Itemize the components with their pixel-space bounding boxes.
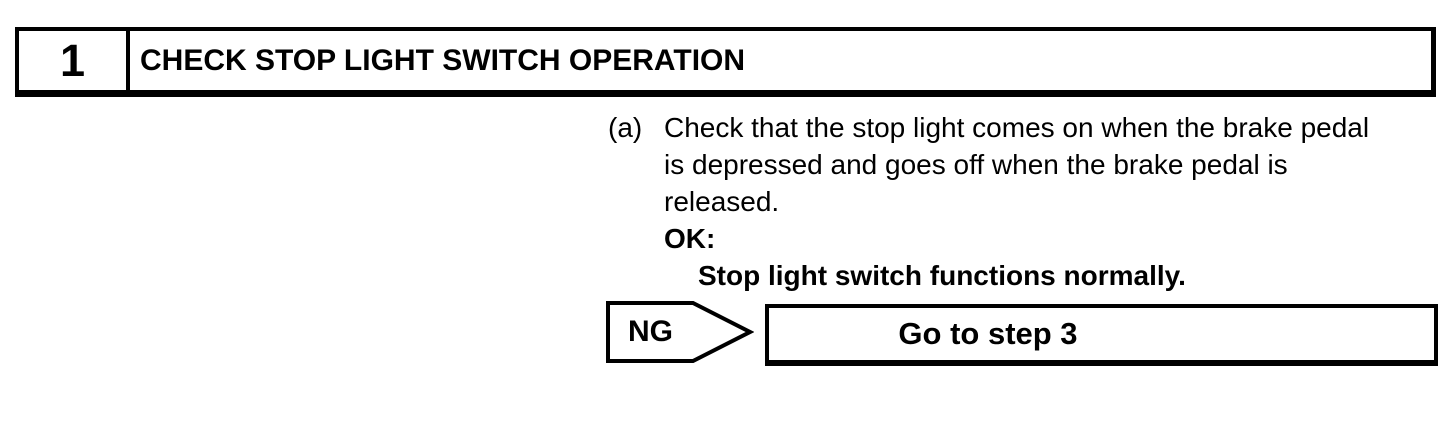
ng-label: NG: [628, 315, 673, 348]
step-number: 1: [19, 31, 130, 90]
goto-action-box: Go to step 3: [765, 304, 1438, 366]
instruction-line: is depressed and goes off when the brake…: [664, 149, 1288, 180]
ng-result-flag: NG: [606, 301, 754, 363]
ok-condition: Stop light switch functions normally.: [698, 260, 1186, 291]
step-title: CHECK STOP LIGHT SWITCH OPERATION: [140, 43, 746, 77]
procedure-block: (a) Check that the stop light comes on w…: [608, 109, 1369, 294]
instruction-column: Check that the stop light comes on when …: [664, 109, 1369, 294]
procedure-item-label: (a): [608, 112, 643, 143]
goto-action-text: Go to step 3: [898, 316, 1078, 351]
step-header-bar: 1 CHECK STOP LIGHT SWITCH OPERATION: [15, 27, 1436, 97]
ng-pentagon-icon: [606, 301, 754, 363]
instruction-line: Check that the stop light comes on when …: [664, 112, 1370, 143]
instruction-line: released.: [664, 186, 780, 217]
ok-label: OK:: [664, 223, 716, 254]
